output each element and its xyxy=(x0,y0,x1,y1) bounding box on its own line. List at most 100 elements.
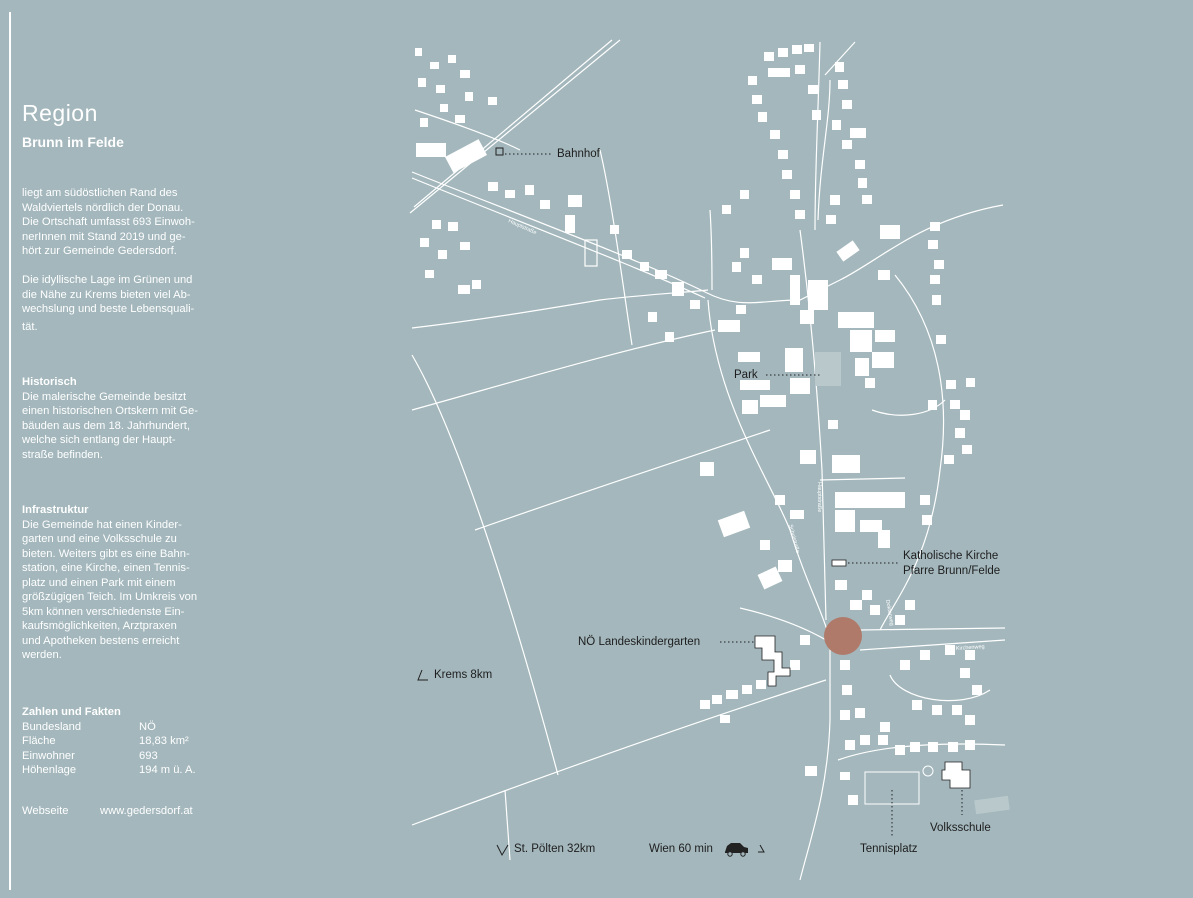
building xyxy=(622,250,632,259)
building xyxy=(416,143,446,157)
building xyxy=(875,330,895,342)
arrow-icon xyxy=(496,844,509,857)
building xyxy=(488,182,498,191)
historisch-line: bäuden aus dem 18. Jahrhundert, xyxy=(22,419,190,432)
building xyxy=(944,455,954,464)
building xyxy=(826,215,836,224)
car-icon xyxy=(725,843,748,857)
building xyxy=(672,282,684,296)
park-area xyxy=(815,352,841,386)
building xyxy=(862,590,872,600)
building xyxy=(415,48,422,56)
building xyxy=(792,45,802,54)
building xyxy=(610,225,619,234)
building xyxy=(778,48,788,57)
building xyxy=(965,740,975,750)
building xyxy=(922,515,932,525)
street-name: Schulstraße xyxy=(787,524,800,554)
historisch-line: welche sich entlang der Haupt- xyxy=(22,434,176,446)
building xyxy=(448,55,456,63)
building xyxy=(912,700,922,710)
road xyxy=(837,743,1006,761)
building xyxy=(700,700,710,709)
road xyxy=(709,209,713,291)
intro-text: liegt am südöstlichen Rand des Waldviert… xyxy=(22,186,227,259)
building xyxy=(872,352,894,368)
building xyxy=(732,262,741,272)
building xyxy=(946,380,956,389)
building xyxy=(800,310,814,324)
building xyxy=(758,112,767,122)
arrow-icon xyxy=(417,669,428,681)
fact-label: Höhenlage xyxy=(22,764,77,776)
label-bahnhof: Bahnhof xyxy=(557,148,600,160)
building xyxy=(895,615,905,625)
building xyxy=(830,195,840,205)
building xyxy=(790,510,804,519)
building xyxy=(795,65,805,74)
building xyxy=(775,495,785,505)
street-name: Hauptstraße xyxy=(816,482,822,512)
building xyxy=(425,270,434,278)
intro-line: liegt am südöstlichen Rand des xyxy=(22,187,178,199)
road xyxy=(824,41,856,76)
building xyxy=(752,95,762,104)
building xyxy=(785,348,803,372)
building xyxy=(778,150,788,159)
roundabout xyxy=(922,765,934,777)
road xyxy=(889,674,991,702)
building xyxy=(858,178,867,188)
road xyxy=(817,79,831,221)
building xyxy=(740,248,749,258)
building xyxy=(752,275,762,284)
website-link[interactable]: www.gedersdorf.at xyxy=(100,805,193,817)
building xyxy=(648,312,657,322)
building xyxy=(770,130,780,139)
label-park: Park xyxy=(734,369,758,381)
building xyxy=(760,540,770,550)
intro-line: die Nähe zu Krems bieten viel Ab- xyxy=(22,288,191,301)
railway-line xyxy=(409,39,621,214)
building xyxy=(855,160,865,169)
building xyxy=(895,745,905,755)
building xyxy=(804,44,814,52)
building xyxy=(860,735,870,745)
building xyxy=(960,410,970,420)
building xyxy=(870,605,880,615)
building xyxy=(795,210,805,219)
village-center-marker xyxy=(824,617,862,655)
infrastruktur-line: Die Gemeinde hat einen Kinder- xyxy=(22,518,182,531)
street-name: Kirchenweg xyxy=(956,644,985,652)
building xyxy=(726,690,738,699)
fact-row: Einwohner 693 xyxy=(22,749,222,764)
building xyxy=(736,305,746,314)
building xyxy=(418,78,426,87)
website-row: Webseite www.gedersdorf.at xyxy=(22,805,193,817)
building xyxy=(718,320,740,332)
building xyxy=(757,566,783,590)
intro-line: wechslung und beste Lebensquali- xyxy=(22,303,195,315)
building xyxy=(945,645,955,655)
historisch-heading: Historisch xyxy=(22,376,77,388)
bahnhof-building xyxy=(495,147,504,156)
building xyxy=(948,742,958,752)
building xyxy=(928,742,938,752)
building xyxy=(420,118,428,127)
building xyxy=(525,185,534,195)
intro-text-2: Die idyllische Lage im Grünen und die Nä… xyxy=(22,273,227,334)
fact-value: NÖ xyxy=(139,720,156,733)
label-krems: Krems 8km xyxy=(434,669,493,681)
building xyxy=(860,520,882,532)
infrastruktur-line: station, eine Kirche, einen Tennis- xyxy=(22,562,190,574)
intro-line: Die idyllische Lage im Grünen und xyxy=(22,274,193,286)
building xyxy=(640,262,649,271)
building xyxy=(740,190,749,199)
building xyxy=(850,330,872,352)
building xyxy=(832,120,841,130)
kirche-building xyxy=(831,559,847,567)
building xyxy=(928,240,938,249)
building xyxy=(962,445,972,454)
building xyxy=(850,600,862,610)
building xyxy=(432,220,441,229)
building xyxy=(835,62,844,72)
